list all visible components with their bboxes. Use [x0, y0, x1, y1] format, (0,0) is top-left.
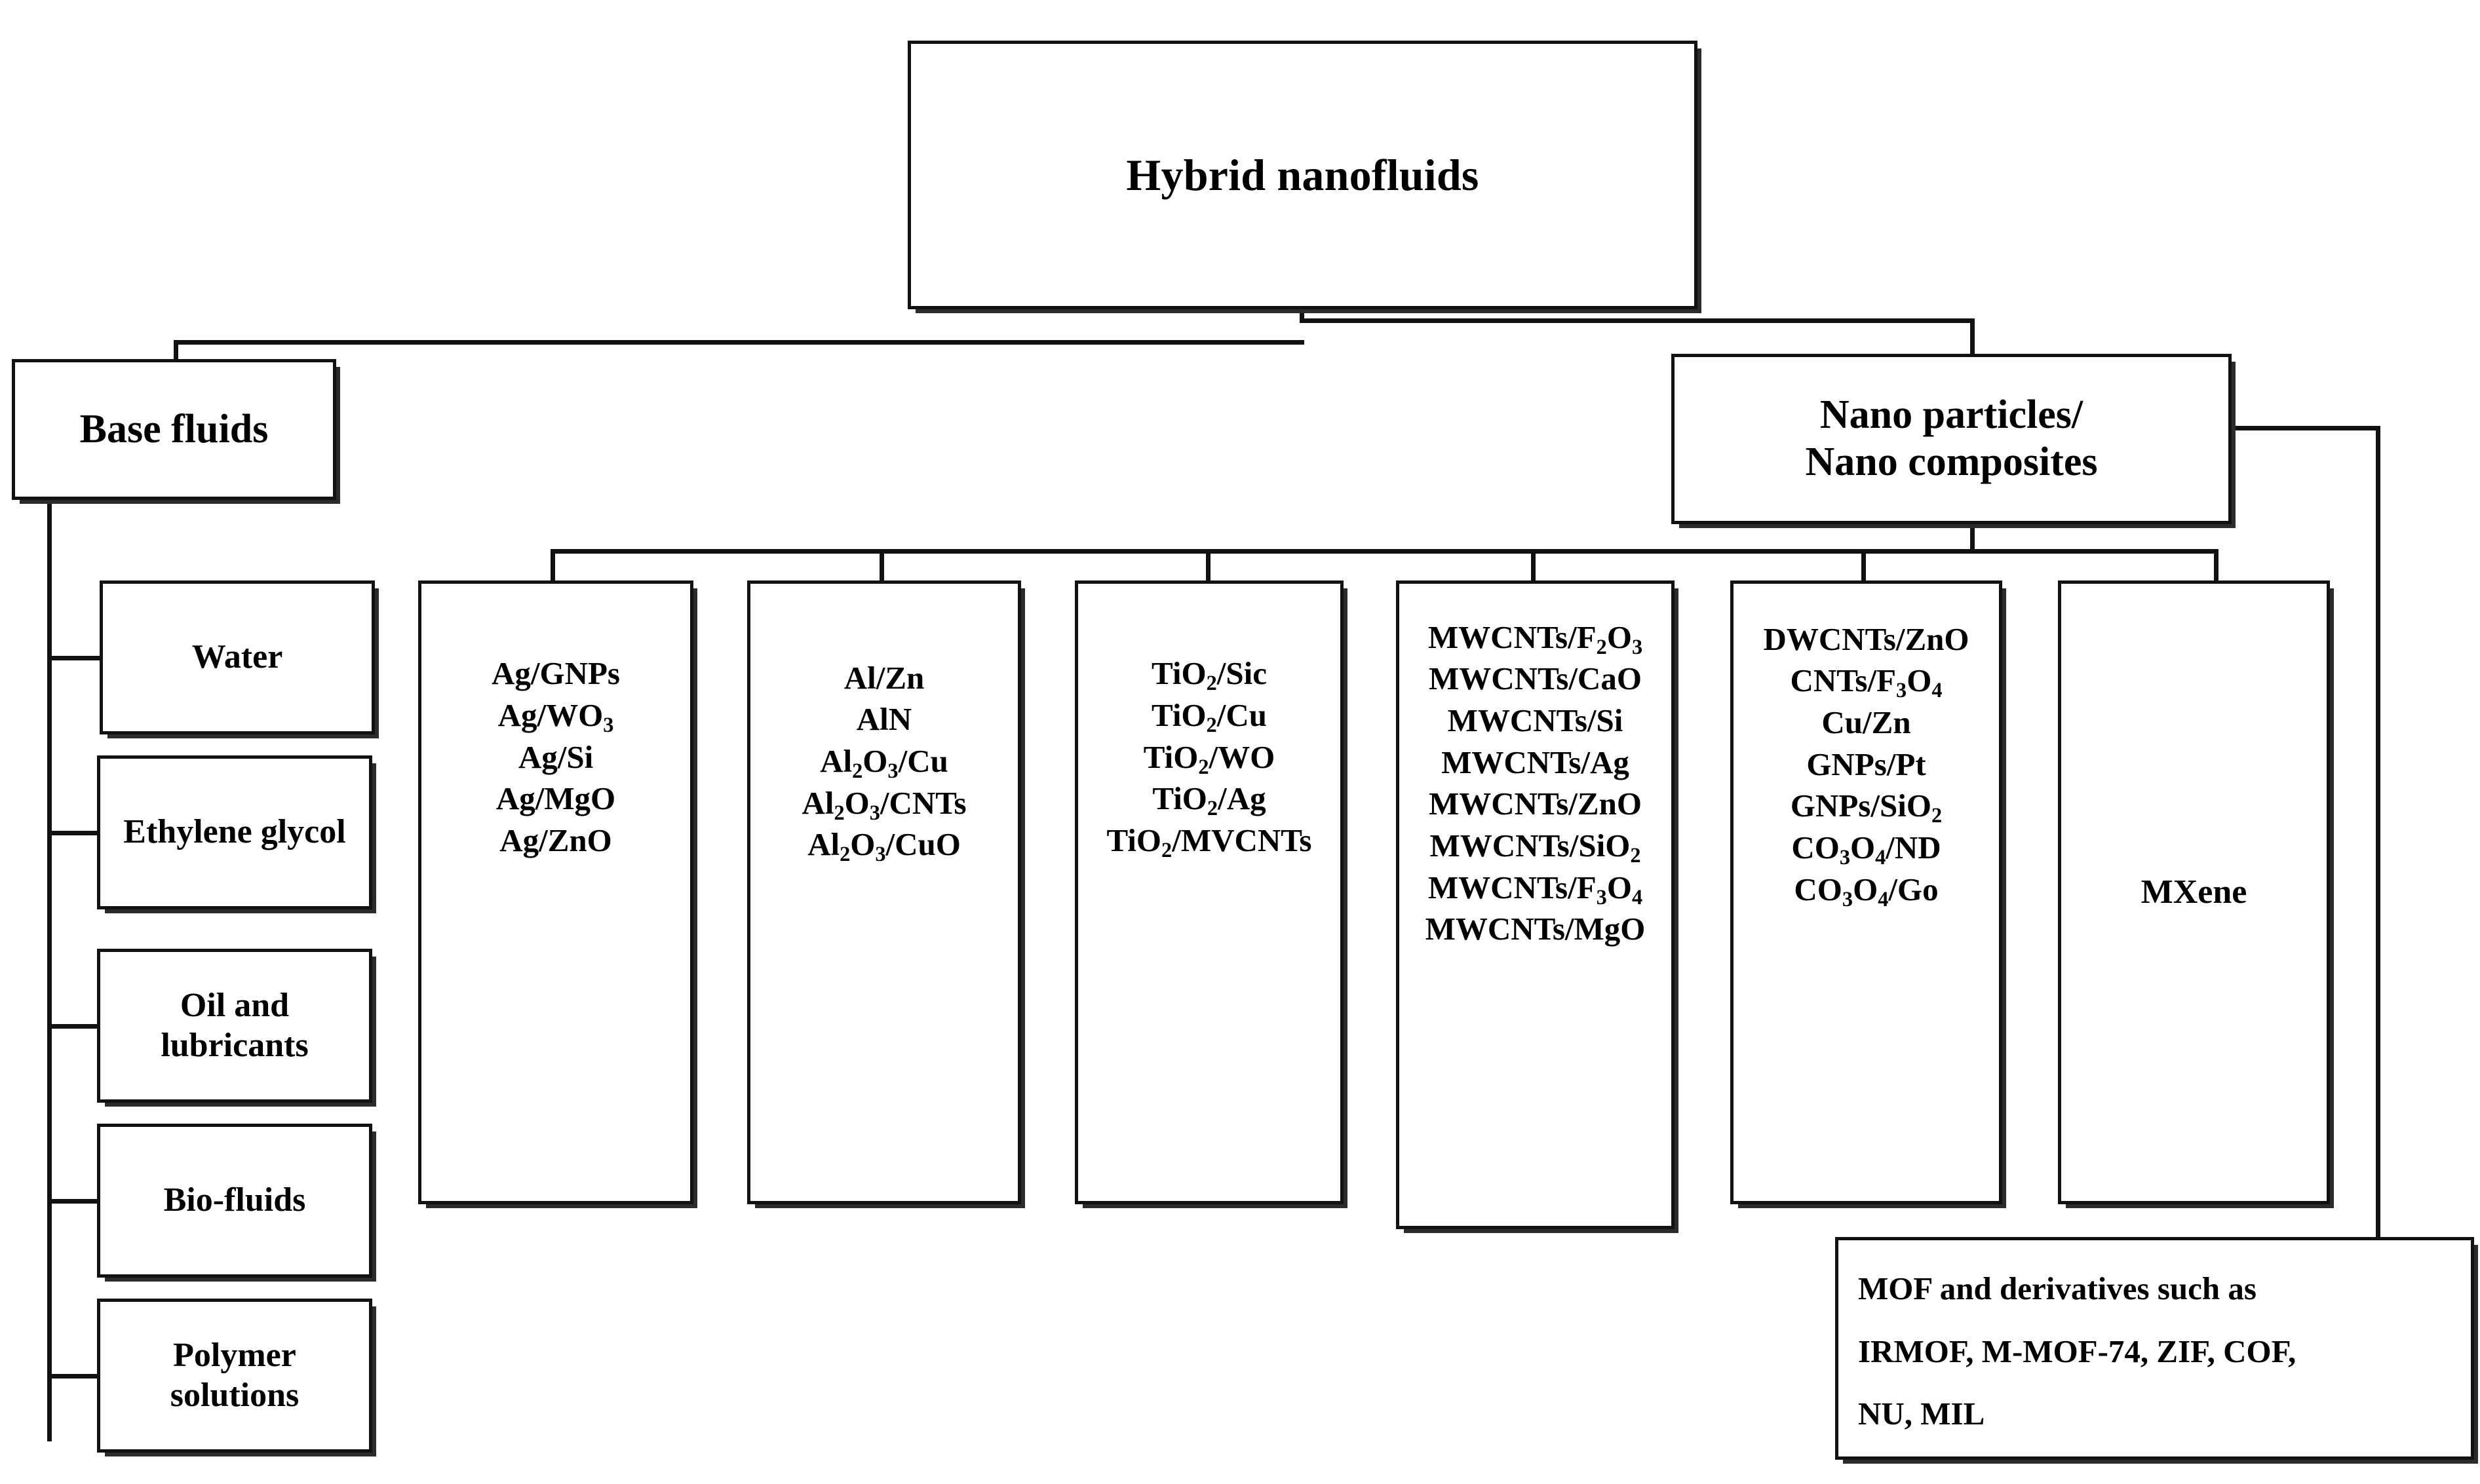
node-mof-derivatives-text: MOF and derivatives such as IRMOF, M-MOF…	[1838, 1240, 2471, 1445]
list-item: MWCNTs/F2O3	[1427, 618, 1643, 658]
node-column-mxene[interactable]: MXene	[2058, 580, 2330, 1204]
node-base-fluid-oil-and-lubricants-label: Oil and lubricants	[161, 987, 309, 1064]
node-base-fluid-water[interactable]: Water	[100, 580, 375, 734]
node-base-fluid-polymer-solutions[interactable]: Polymer solutions	[97, 1299, 372, 1453]
node-hybrid-nanofluids-label: Hybrid nanofluids	[1126, 149, 1479, 200]
list-item: MWCNTs/CaO	[1429, 660, 1642, 697]
list-item: MWCNTs/MgO	[1425, 911, 1646, 947]
node-nano-particles-line2: Nano composites	[1805, 440, 2098, 484]
node-base-fluid-ethylene-glycol-label: Ethylene glycol	[123, 813, 346, 851]
connector-nano-to-mof-v	[2376, 426, 2380, 1238]
mof-line-3: NU, MIL	[1858, 1396, 1985, 1432]
list-item: Al2O3/Cu	[820, 742, 948, 783]
node-base-fluid-bio-fluids[interactable]: Bio-fluids	[97, 1124, 372, 1278]
connector-base-stub-2	[47, 831, 105, 835]
list-item: DWCNTs/ZnO	[1763, 620, 1969, 657]
list-item: GNPs/Pt	[1806, 746, 1926, 782]
connector-col-drop-2	[880, 549, 884, 582]
list-item: TiO2/WO	[1143, 738, 1275, 778]
list-item: GNPs/SiO2	[1790, 788, 1943, 828]
node-hybrid-nanofluids[interactable]: Hybrid nanofluids	[908, 41, 1697, 309]
connector-base-down	[174, 340, 178, 362]
node-base-fluid-ethylene-glycol[interactable]: Ethylene glycol	[97, 755, 372, 909]
mof-line-1: MOF and derivatives such as	[1858, 1270, 2257, 1306]
list-item: AlN	[856, 701, 912, 738]
connector-nano-bottom-stub	[1970, 524, 1975, 554]
list-item: Ag/Si	[518, 738, 594, 775]
connector-col-drop-4	[1531, 549, 1536, 582]
connector-nano-bus	[551, 549, 2218, 554]
node-nano-particles[interactable]: Nano particles/ Nano composites	[1671, 354, 2232, 524]
list-item: MWCNTs/SiO2	[1429, 828, 1641, 867]
list-item: Ag/MgO	[495, 780, 616, 817]
list-item: Al2O3/CNTs	[802, 784, 967, 824]
connector-col-drop-3	[1206, 549, 1211, 582]
list-item: CO3O4/ND	[1791, 829, 1941, 869]
list-item: TiO2/Sic	[1152, 655, 1267, 695]
node-base-fluid-polymer-solutions-label: Polymer solutions	[170, 1337, 300, 1414]
connector-title-down	[1300, 308, 1304, 322]
list-item: MWCNTs/Si	[1447, 702, 1623, 738]
connector-title-to-base	[174, 340, 1304, 345]
list-item: MWCNTs/ZnO	[1429, 786, 1642, 822]
connector-col-drop-5	[1861, 549, 1866, 582]
connector-base-stub-1	[47, 656, 105, 660]
list-item: TiO2/Ag	[1152, 780, 1266, 820]
list-item: TiO2/MVCNTs	[1106, 822, 1312, 862]
node-nano-particles-label: Nano particles/ Nano composites	[1675, 392, 2228, 486]
list-item: CO3O4/Go	[1794, 871, 1939, 911]
node-mof-derivatives[interactable]: MOF and derivatives such as IRMOF, M-MOF…	[1835, 1237, 2474, 1460]
connector-base-stub-5	[47, 1374, 105, 1379]
list-item: TiO2/Cu	[1152, 697, 1267, 737]
list-item: Ag/WO3	[497, 697, 614, 737]
list-item: Al/Zn	[843, 659, 925, 696]
node-base-fluid-oil-and-lubricants[interactable]: Oil and lubricants	[97, 949, 372, 1103]
node-base-fluids[interactable]: Base fluids	[12, 359, 336, 500]
list-item: MXene	[2141, 873, 2247, 911]
connector-title-to-nano	[1300, 318, 1975, 323]
node-column-mxene-label: MXene	[2061, 870, 2327, 915]
connector-base-spine	[47, 498, 52, 1441]
node-base-fluid-bio-fluids-label: Bio-fluids	[163, 1181, 306, 1219]
connector-col-drop-6	[2214, 549, 2218, 582]
list-item: Al2O3/CuO	[807, 826, 961, 866]
list-item: MWCNTs/F3O4	[1427, 869, 1643, 909]
list-item: Ag/ZnO	[499, 822, 612, 859]
connector-base-stub-4	[47, 1199, 105, 1204]
connector-nano-down	[1970, 318, 1975, 358]
connector-col-drop-1	[551, 549, 555, 582]
node-nano-particles-line1: Nano particles/	[1819, 392, 2083, 438]
list-item: MWCNTs/Ag	[1441, 744, 1629, 780]
list-item: CNTs/F3O4	[1790, 662, 1943, 702]
connector-base-stub-3	[47, 1024, 105, 1029]
connector-nano-to-mof-h	[2228, 426, 2380, 430]
list-item: Cu/Zn	[1821, 704, 1911, 741]
node-base-fluid-water-label: Water	[191, 638, 283, 676]
node-base-fluids-label: Base fluids	[79, 406, 269, 451]
mof-line-2: IRMOF, M-MOF-74, ZIF, COF,	[1858, 1333, 2296, 1369]
list-item: Ag/GNPs	[492, 655, 620, 692]
